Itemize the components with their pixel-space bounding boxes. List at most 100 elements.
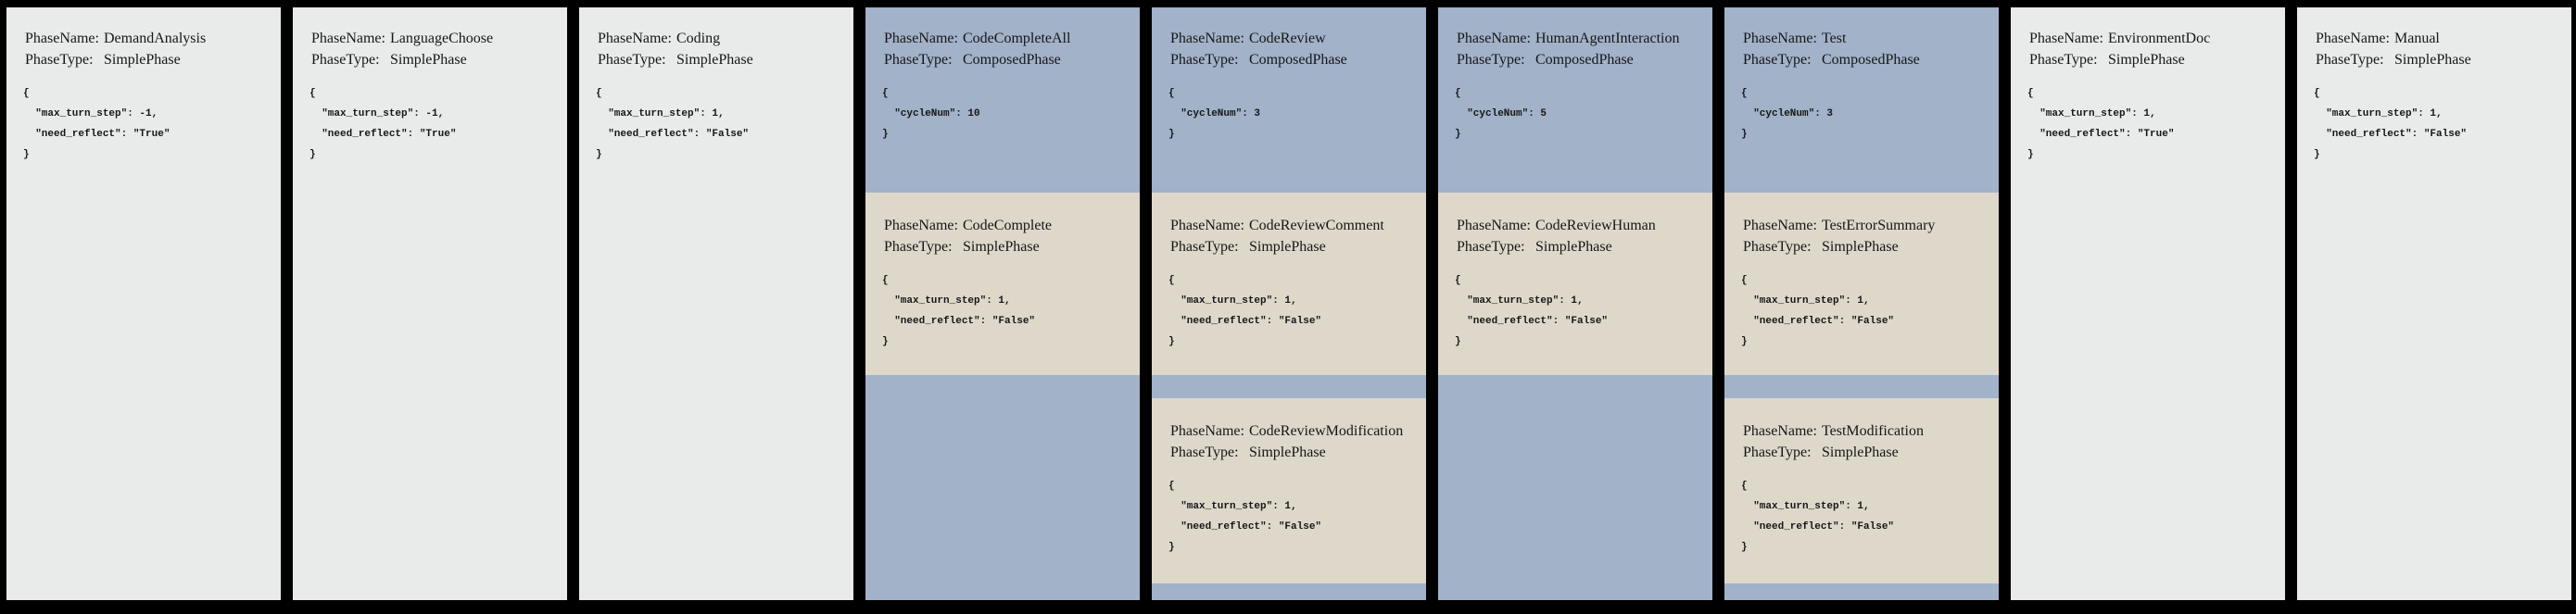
phase-type-row: PhaseType: ComposedPhase <box>1457 49 1703 70</box>
phase-type-label: PhaseType: <box>598 52 666 68</box>
phase-name-value: LanguageChoose <box>390 31 494 46</box>
phase-type-row: PhaseType: SimplePhase <box>25 49 271 70</box>
phase-name-label: PhaseName: <box>2029 31 2103 46</box>
phase-header: PhaseName: EnvironmentDoc PhaseType: Sim… <box>2011 7 2285 165</box>
phase-name-row: PhaseName: Test <box>1743 28 1989 49</box>
phase-type-row: PhaseType: ComposedPhase <box>1743 49 1989 70</box>
phase-config-json: { "cycleNum": 3 } <box>1741 88 1834 140</box>
phase-name-row: PhaseName: CodeComplete <box>884 215 1130 236</box>
phase-type-row: PhaseType: SimplePhase <box>311 49 558 70</box>
phase-config-json: { "max_turn_step": 1, "need_reflect": "F… <box>1168 275 1322 347</box>
phase-name-label: PhaseName: <box>884 31 958 46</box>
phase-header: PhaseName: CodeReviewComment PhaseType: … <box>1152 193 1426 352</box>
phase-name-value: CodeReviewComment <box>1249 218 1384 233</box>
phase-name-label: PhaseName: <box>1170 218 1244 233</box>
subphase-card-test-modification: PhaseName: TestModification PhaseType: S… <box>1724 398 1999 583</box>
phase-name-row: PhaseName: LanguageChoose <box>311 28 558 49</box>
phase-config-json: { "max_turn_step": 1, "need_reflect": "T… <box>2027 88 2175 160</box>
phase-type-value: SimplePhase <box>963 239 1040 255</box>
phase-type-row: PhaseType: SimplePhase <box>1170 236 1417 257</box>
phase-name-value: CodeReviewModification <box>1249 423 1404 439</box>
phase-config-json: { "max_turn_step": 1, "need_reflect": "F… <box>1741 481 1895 553</box>
phase-card-environment-doc: PhaseName: EnvironmentDoc PhaseType: Sim… <box>2011 7 2285 600</box>
phase-type-row: PhaseType: SimplePhase <box>1743 236 1989 257</box>
phase-config-json: { "max_turn_step": -1, "need_reflect": "… <box>309 88 457 160</box>
phase-type-value: SimplePhase <box>1249 445 1326 460</box>
phase-name-label: PhaseName: <box>1743 218 1817 233</box>
phase-name-label: PhaseName: <box>1170 423 1244 439</box>
phase-type-value: SimplePhase <box>1822 239 1899 255</box>
phase-type-label: PhaseType: <box>884 52 953 68</box>
phase-header: PhaseName: CodeReview PhaseType: Compose… <box>1152 7 1426 144</box>
phase-name-value: Test <box>1822 31 1847 46</box>
subphase-card-code-complete: PhaseName: CodeComplete PhaseType: Simpl… <box>865 193 1140 375</box>
phase-name-label: PhaseName: <box>1170 31 1244 46</box>
phase-name-label: PhaseName: <box>311 31 385 46</box>
phase-header: PhaseName: CodeReviewModification PhaseT… <box>1152 398 1426 558</box>
phase-type-value: SimplePhase <box>2394 52 2471 68</box>
phase-name-value: DemandAnalysis <box>104 31 207 46</box>
phase-card-code-review: PhaseName: CodeReview PhaseType: Compose… <box>1152 7 1426 600</box>
phase-name-label: PhaseName: <box>1743 423 1817 439</box>
phase-card-language-choose: PhaseName: LanguageChoose PhaseType: Sim… <box>293 7 567 600</box>
phase-type-label: PhaseType: <box>1170 239 1239 255</box>
phase-type-label: PhaseType: <box>1170 52 1239 68</box>
phase-name-value: CodeCompleteAll <box>963 31 1071 46</box>
phase-type-label: PhaseType: <box>1457 52 1525 68</box>
phase-name-row: PhaseName: CodeReviewModification <box>1170 420 1417 442</box>
phase-type-row: PhaseType: ComposedPhase <box>884 49 1130 70</box>
phase-type-label: PhaseType: <box>1743 52 1812 68</box>
phase-type-row: PhaseType: SimplePhase <box>598 49 844 70</box>
phase-type-value: ComposedPhase <box>1535 52 1634 68</box>
phase-config-json: { "max_turn_step": 1, "need_reflect": "F… <box>1741 275 1895 347</box>
phase-type-row: PhaseType: SimplePhase <box>2316 49 2562 70</box>
phase-header: PhaseName: CodeCompleteAll PhaseType: Co… <box>865 7 1140 144</box>
phase-name-label: PhaseName: <box>884 218 958 233</box>
phase-type-row: PhaseType: SimplePhase <box>2029 49 2276 70</box>
phase-name-label: PhaseName: <box>1743 31 1817 46</box>
phase-name-row: PhaseName: DemandAnalysis <box>25 28 271 49</box>
phase-name-label: PhaseName: <box>1457 218 1531 233</box>
phase-name-row: PhaseName: Coding <box>598 28 844 49</box>
phase-name-row: PhaseName: TestErrorSummary <box>1743 215 1989 236</box>
subphase-card-code-review-comment: PhaseName: CodeReviewComment PhaseType: … <box>1152 193 1426 375</box>
phase-name-value: CodeReviewHuman <box>1535 218 1656 233</box>
phase-name-value: TestErrorSummary <box>1822 218 1936 233</box>
phase-type-label: PhaseType: <box>1457 239 1525 255</box>
phase-header: PhaseName: TestModification PhaseType: S… <box>1724 398 1999 558</box>
phase-header: PhaseName: LanguageChoose PhaseType: Sim… <box>293 7 567 165</box>
phase-name-row: PhaseName: CodeReview <box>1170 28 1417 49</box>
phase-type-label: PhaseType: <box>311 52 380 68</box>
phase-type-value: SimplePhase <box>676 52 753 68</box>
phase-type-label: PhaseType: <box>2029 52 2098 68</box>
phase-name-value: Manual <box>2394 31 2440 46</box>
phase-header: PhaseName: Test PhaseType: ComposedPhase… <box>1724 7 1999 144</box>
phase-card-code-complete-all: PhaseName: CodeCompleteAll PhaseType: Co… <box>865 7 1140 600</box>
phase-name-label: PhaseName: <box>1457 31 1531 46</box>
phase-type-row: PhaseType: SimplePhase <box>1743 442 1989 463</box>
phase-type-label: PhaseType: <box>1743 445 1812 460</box>
phase-type-label: PhaseType: <box>884 239 953 255</box>
phase-name-row: PhaseName: CodeReviewHuman <box>1457 215 1703 236</box>
phase-header: PhaseName: Manual PhaseType: SimplePhase… <box>2297 7 2571 165</box>
phase-config-json: { "cycleNum": 10 } <box>882 88 980 140</box>
phase-card-manual: PhaseName: Manual PhaseType: SimplePhase… <box>2297 7 2571 600</box>
phase-header: PhaseName: CodeReviewHuman PhaseType: Si… <box>1438 193 1712 352</box>
phase-type-row: PhaseType: SimplePhase <box>884 236 1130 257</box>
phase-config-json: { "max_turn_step": 1, "need_reflect": "F… <box>596 88 750 160</box>
phase-config-json: { "max_turn_step": 1, "need_reflect": "F… <box>882 275 1036 347</box>
phase-type-value: SimplePhase <box>1249 239 1326 255</box>
phase-config-json: { "cycleNum": 5 } <box>1455 88 1547 140</box>
phase-card-test: PhaseName: Test PhaseType: ComposedPhase… <box>1724 7 1999 600</box>
phase-name-label: PhaseName: <box>598 31 672 46</box>
phase-name-row: PhaseName: CodeReviewComment <box>1170 215 1417 236</box>
phase-type-label: PhaseType: <box>1170 445 1239 460</box>
phase-config-json: { "max_turn_step": 1, "need_reflect": "F… <box>1168 481 1322 553</box>
subphase-card-test-error-summary: PhaseName: TestErrorSummary PhaseType: S… <box>1724 193 1999 375</box>
phase-type-row: PhaseType: SimplePhase <box>1457 236 1703 257</box>
phase-header: PhaseName: TestErrorSummary PhaseType: S… <box>1724 193 1999 352</box>
phase-name-label: PhaseName: <box>2316 31 2390 46</box>
phase-name-row: PhaseName: HumanAgentInteraction <box>1457 28 1703 49</box>
phase-type-value: SimplePhase <box>104 52 181 68</box>
